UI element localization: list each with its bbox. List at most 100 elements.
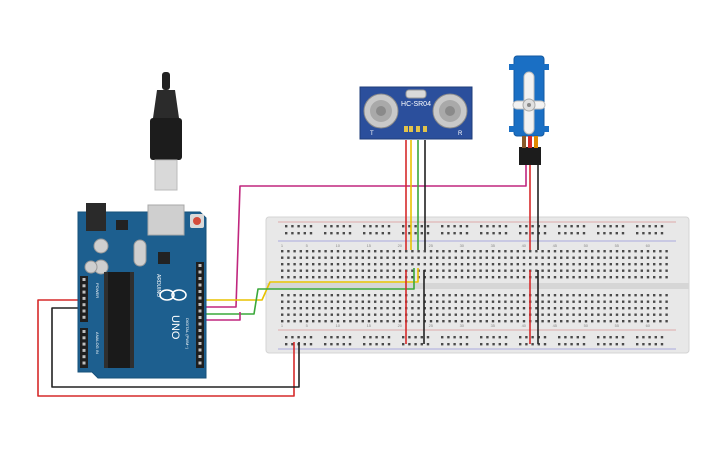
breadboard-hole[interactable] <box>367 300 371 303</box>
breadboard-hole[interactable] <box>414 336 417 339</box>
breadboard-hole[interactable] <box>584 263 588 266</box>
breadboard-hole[interactable] <box>516 313 519 316</box>
breadboard-hole[interactable] <box>309 232 313 235</box>
breadboard-hole[interactable] <box>336 294 340 297</box>
breadboard-hole[interactable] <box>615 269 619 272</box>
breadboard-hole[interactable] <box>553 250 557 253</box>
breadboard-hole[interactable] <box>380 250 383 253</box>
breadboard-hole[interactable] <box>622 313 625 316</box>
breadboard-hole[interactable] <box>343 276 346 279</box>
breadboard-hole[interactable] <box>287 320 290 323</box>
breadboard-hole[interactable] <box>453 336 456 339</box>
breadboard-hole[interactable] <box>287 256 290 259</box>
breadboard-hole[interactable] <box>665 300 668 303</box>
breadboard-hole[interactable] <box>578 263 581 266</box>
breadboard-hole[interactable] <box>336 263 340 266</box>
breadboard-hole[interactable] <box>411 307 414 310</box>
breadboard-hole[interactable] <box>349 320 352 323</box>
breadboard-hole[interactable] <box>646 263 650 266</box>
breadboard-hole[interactable] <box>653 250 656 253</box>
header-pin[interactable] <box>198 264 202 267</box>
header-pin[interactable] <box>198 342 202 345</box>
breadboard-hole[interactable] <box>609 343 612 346</box>
breadboard-hole[interactable] <box>417 307 420 310</box>
breadboard-hole[interactable] <box>628 256 631 259</box>
breadboard-hole[interactable] <box>543 225 547 228</box>
breadboard-hole[interactable] <box>615 276 619 279</box>
breadboard-hole[interactable] <box>454 320 457 323</box>
breadboard-hole[interactable] <box>646 250 650 253</box>
breadboard-hole[interactable] <box>342 336 345 339</box>
breadboard-hole[interactable] <box>411 294 414 297</box>
breadboard-hole[interactable] <box>423 250 426 253</box>
breadboard-hole[interactable] <box>564 232 567 235</box>
breadboard-hole[interactable] <box>312 256 315 259</box>
breadboard-hole[interactable] <box>591 320 594 323</box>
breadboard-hole[interactable] <box>448 294 451 297</box>
breadboard-hole[interactable] <box>287 300 290 303</box>
breadboard-hole[interactable] <box>591 276 594 279</box>
breadboard-hole[interactable] <box>479 294 482 297</box>
breadboard-hole[interactable] <box>408 225 411 228</box>
breadboard-hole[interactable] <box>491 307 495 310</box>
breadboard-hole[interactable] <box>299 294 302 297</box>
breadboard-hole[interactable] <box>448 250 451 253</box>
breadboard-hole[interactable] <box>615 300 619 303</box>
breadboard-hole[interactable] <box>429 276 433 279</box>
breadboard-hole[interactable] <box>448 263 451 266</box>
breadboard-hole[interactable] <box>498 343 501 346</box>
breadboard-hole[interactable] <box>318 294 321 297</box>
breadboard-hole[interactable] <box>420 343 423 346</box>
breadboard-hole[interactable] <box>447 336 450 339</box>
breadboard-hole[interactable] <box>387 225 391 228</box>
breadboard-hole[interactable] <box>541 313 544 316</box>
breadboard-hole[interactable] <box>330 336 333 339</box>
breadboard-hole[interactable] <box>519 232 522 235</box>
breadboard-hole[interactable] <box>498 320 501 323</box>
breadboard-hole[interactable] <box>387 336 391 339</box>
header-pin[interactable] <box>82 303 86 307</box>
breadboard-hole[interactable] <box>529 263 532 266</box>
breadboard-hole[interactable] <box>459 232 462 235</box>
breadboard-hole[interactable] <box>609 269 612 272</box>
breadboard-hole[interactable] <box>380 256 383 259</box>
breadboard-hole[interactable] <box>405 263 408 266</box>
breadboard-hole[interactable] <box>398 313 402 316</box>
breadboard-hole[interactable] <box>591 307 594 310</box>
breadboard-hole[interactable] <box>411 256 414 259</box>
breadboard-hole[interactable] <box>367 250 371 253</box>
breadboard-hole[interactable] <box>429 269 433 272</box>
breadboard-hole[interactable] <box>584 294 588 297</box>
breadboard-hole[interactable] <box>654 232 657 235</box>
breadboard-hole[interactable] <box>417 256 420 259</box>
breadboard-hole[interactable] <box>485 300 488 303</box>
header-pin[interactable] <box>198 335 202 339</box>
breadboard-hole[interactable] <box>591 263 594 266</box>
breadboard-hole[interactable] <box>570 225 573 228</box>
breadboard-hole[interactable] <box>646 269 650 272</box>
breadboard-hole[interactable] <box>309 336 313 339</box>
breadboard-hole[interactable] <box>355 300 358 303</box>
breadboard-hole[interactable] <box>642 343 645 346</box>
breadboard-hole[interactable] <box>660 232 664 235</box>
breadboard-hole[interactable] <box>460 294 464 297</box>
breadboard-hole[interactable] <box>634 250 637 253</box>
breadboard-hole[interactable] <box>535 276 538 279</box>
breadboard-hole[interactable] <box>453 232 456 235</box>
breadboard-hole[interactable] <box>535 320 538 323</box>
breadboard-hole[interactable] <box>398 263 402 266</box>
breadboard-hole[interactable] <box>578 320 581 323</box>
breadboard-hole[interactable] <box>369 343 372 346</box>
breadboard-hole[interactable] <box>281 276 284 279</box>
breadboard-hole[interactable] <box>648 225 651 228</box>
breadboard-hole[interactable] <box>318 307 321 310</box>
breadboard-hole[interactable] <box>553 256 557 259</box>
breadboard-hole[interactable] <box>486 232 489 235</box>
breadboard-hole[interactable] <box>566 307 569 310</box>
breadboard-hole[interactable] <box>402 232 405 235</box>
breadboard-hole[interactable] <box>564 343 567 346</box>
header-pin[interactable] <box>198 270 202 274</box>
breadboard-hole[interactable] <box>330 294 333 297</box>
breadboard-hole[interactable] <box>622 307 625 310</box>
breadboard-hole[interactable] <box>504 320 507 323</box>
